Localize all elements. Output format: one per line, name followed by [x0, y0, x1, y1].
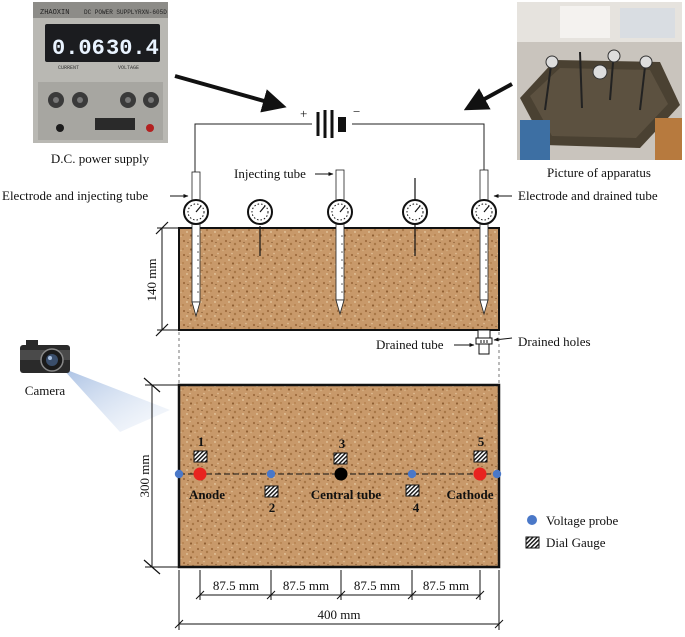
gauge-number-2: 2 [269, 500, 276, 515]
camera-label: Camera [25, 383, 66, 398]
gauge-number-4: 4 [413, 500, 420, 515]
psu-current-display: 0.06 [52, 36, 105, 61]
gauge-number-5: 5 [478, 434, 485, 449]
side-tube-right [479, 169, 489, 316]
legend-dial-gauge-label: Dial Gauge [546, 535, 606, 550]
battery-icon [316, 110, 346, 138]
anode-label: Anode [189, 487, 225, 502]
height-dim-label: 140 mm [144, 259, 159, 302]
dial-gauge-marker [333, 452, 348, 465]
cathode-marker [473, 467, 487, 481]
dial-gauge-icon [247, 199, 273, 225]
drained-tube-label: Drained tube [376, 337, 444, 352]
psu-brand: ZHAOXIN [40, 9, 69, 17]
width-dim-label: 300 mm [137, 455, 152, 498]
dial-gauge-marker [264, 485, 279, 498]
psu-caption: D.C. power supply [51, 151, 150, 166]
dial-gauge-icon [183, 199, 209, 225]
battery-plus: + [300, 106, 307, 121]
voltage-probe [407, 469, 417, 479]
right-tube-label: Electrode and drained tube [518, 188, 658, 203]
dial-gauge-icon [471, 199, 497, 225]
dial-gauge-marker [405, 484, 420, 497]
voltage-probe [174, 469, 184, 479]
dial-gauge-marker [473, 450, 488, 463]
battery-minus: − [353, 104, 360, 119]
drained-holes-label: Drained holes [518, 334, 591, 349]
psu-current-label: CURRENT [58, 65, 79, 71]
photo-gauge-icon [592, 64, 608, 80]
spacing-label-4: 87.5 mm [423, 578, 469, 593]
voltage-probe [266, 469, 276, 479]
drained-tube-icon [475, 329, 493, 355]
photo-gauge-icon [545, 55, 559, 69]
psu-voltage-display: 30.4 [106, 36, 159, 61]
apparatus-photo [517, 2, 682, 160]
anode-marker [193, 467, 207, 481]
psu-model-no: RXN-605D [138, 9, 167, 16]
circuit-wire [194, 123, 485, 172]
cathode-label: Cathode [447, 487, 494, 502]
psu-model-text: DC POWER SUPPLY [84, 9, 138, 16]
central-tube-marker [334, 467, 348, 481]
spacing-dimension [174, 570, 504, 630]
dial-gauge-icon [327, 199, 353, 225]
dial-gauge-icon [402, 199, 428, 225]
side-tube-left [191, 171, 201, 318]
spacing-label-3: 87.5 mm [354, 578, 400, 593]
injecting-tube-label: Injecting tube [234, 166, 306, 181]
spacing-label-1: 87.5 mm [213, 578, 259, 593]
psu-arrow [174, 74, 287, 113]
psu-terminal-icon [56, 124, 64, 132]
voltage-probe [492, 469, 502, 479]
central-tube-label: Central tube [311, 487, 382, 502]
left-tube-label: Electrode and injecting tube [2, 188, 148, 203]
legend-voltage-probe-label: Voltage probe [546, 513, 619, 528]
photo-arrow [463, 82, 513, 111]
camera-icon [20, 340, 70, 373]
side-tube-injecting [335, 169, 345, 316]
legend-voltage-probe-icon [527, 515, 537, 525]
power-supply-image: ZHAOXIN DC POWER SUPPLY RXN-605D 0.06 30… [33, 2, 168, 143]
spacing-label-2: 87.5 mm [283, 578, 329, 593]
photo-caption: Picture of apparatus [547, 165, 651, 180]
psu-voltage-label: VOLTAGE [118, 65, 139, 71]
gauge-number-3: 3 [339, 436, 346, 451]
photo-gauge-icon [607, 49, 621, 63]
legend-dial-gauge-icon [525, 536, 540, 549]
dial-gauge-marker [193, 450, 208, 463]
photo-gauge-icon [639, 55, 653, 69]
gauge-number-1: 1 [198, 434, 205, 449]
psu-terminal-icon [146, 124, 154, 132]
length-dim-label: 400 mm [318, 607, 361, 622]
camera-beam [62, 368, 170, 432]
